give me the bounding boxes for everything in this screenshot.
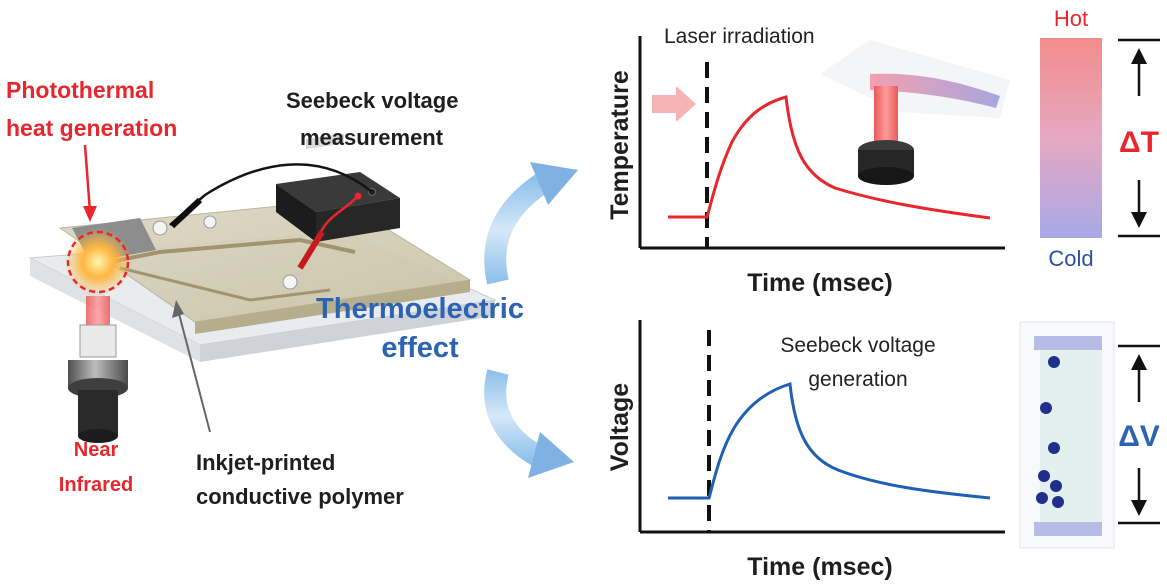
charge-carrier (1040, 402, 1052, 414)
near-infrared-label-line1: Near (74, 439, 119, 461)
thermoelectric-arrows (484, 162, 578, 478)
probe-wire-red (298, 195, 359, 269)
cold-label: Cold (1048, 246, 1093, 271)
charge-bar-top-electrode (1034, 336, 1102, 350)
laser-nozzle (79, 324, 117, 358)
substrate-base-edge (200, 300, 495, 362)
voltage-y-label: Voltage (606, 383, 634, 472)
delta-v-up-arrowhead (1131, 354, 1147, 370)
charge-bar (1019, 321, 1115, 549)
seebeck-measurement-label-line1: Seebeck voltage (286, 88, 458, 113)
laser-irradiation-label: Laser irradiation (664, 25, 815, 48)
contact-pad-2 (203, 215, 217, 229)
photothermal-label-line2: heat generation (6, 115, 177, 141)
upper-arc-arrow (484, 168, 556, 285)
inkjet-label-line1: Inkjet-printed (196, 450, 335, 475)
temperature-curve (668, 95, 991, 220)
thermoelectric-label-line2: effect (381, 332, 459, 364)
charge-carrier (1048, 442, 1060, 454)
hot-label: Hot (1054, 6, 1088, 31)
photothermal-callout-line (83, 144, 92, 213)
photothermal-label-line1: Photothermal (6, 77, 154, 103)
laser-onset-arrow-shaft (652, 95, 678, 113)
delta-v-label: ΔV (1118, 420, 1160, 453)
charge-carrier (1050, 480, 1062, 492)
temperature-plot (638, 36, 1010, 250)
delta-t-bracket (1118, 38, 1160, 238)
polymer-trace-top (109, 237, 356, 264)
polymer-trace-bottom (119, 266, 331, 302)
device-illustration (28, 133, 497, 443)
laser-onset-arrow-head (676, 86, 696, 122)
voltmeter-display (306, 133, 344, 149)
contact-pad-1 (152, 220, 168, 236)
charge-carrier (1038, 470, 1050, 482)
voltage-x-label: Time (msec) (747, 553, 892, 581)
temperature-gradient-bar (1040, 38, 1102, 238)
charge-carrier (1036, 492, 1048, 504)
charge-bar-bottom-electrode (1034, 522, 1102, 536)
voltage-curve (668, 382, 991, 500)
glass-plate-edge (195, 280, 470, 334)
probe-wire-black (169, 163, 373, 226)
inkjet-label-line2: conductive polymer (196, 484, 404, 509)
thermoelectric-label-line1: Thermoelectric (316, 293, 524, 325)
upper-arc-arrowhead (530, 162, 578, 205)
charge-carrier (1052, 496, 1064, 508)
temperature-y-label: Temperature (606, 70, 634, 220)
delta-t-up-arrowhead (1131, 48, 1147, 64)
temperature-x-label: Time (msec) (747, 269, 892, 297)
seebeck-generation-label-line2: generation (808, 368, 907, 391)
laser-body (78, 390, 118, 436)
heat-spot-highlight (66, 230, 130, 294)
inkjet-callout-arrowhead (172, 300, 184, 318)
near-infrared-label-line2: Infrared (59, 474, 133, 496)
delta-t-down-arrowhead (1131, 212, 1147, 228)
seebeck-generation-label-line1: Seebeck voltage (780, 334, 935, 357)
inset-laser-base (858, 167, 914, 185)
lower-arc-arrow (484, 369, 551, 470)
seebeck-measurement-label-line2: measurement (300, 125, 444, 150)
laser-body-base (78, 429, 118, 443)
voltmeter-side (316, 198, 400, 242)
inset-polymer-strip (870, 73, 1000, 108)
lower-arc-arrowhead (528, 432, 574, 478)
photothermal-callout-arrowhead (83, 206, 97, 222)
delta-v-bracket (1118, 344, 1160, 525)
charge-bar-channel (1040, 336, 1102, 524)
probe-tip-red (297, 230, 325, 270)
contact-pad-3 (282, 274, 298, 290)
voltage-plot (638, 320, 1005, 534)
probe-tip-black (169, 197, 203, 229)
charge-carrier (1048, 356, 1060, 368)
inkjet-callout-line (177, 309, 211, 433)
voltmeter-front (276, 184, 316, 242)
voltmeter-top (276, 172, 400, 212)
delta-v-down-arrowhead (1131, 500, 1147, 516)
inset-laser-beam (874, 86, 898, 146)
heat-glow (64, 228, 132, 296)
delta-t-label: ΔT (1119, 126, 1159, 159)
